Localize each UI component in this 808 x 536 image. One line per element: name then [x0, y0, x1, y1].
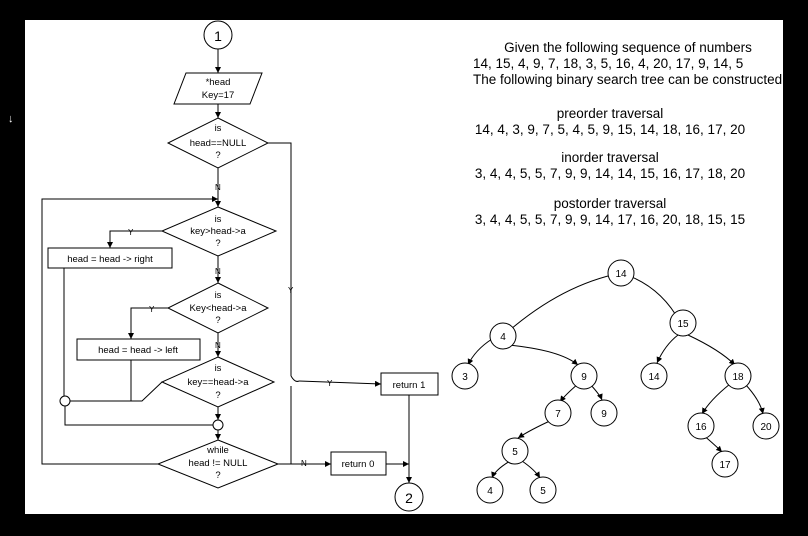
- postorder-title: postorder traversal: [553, 196, 667, 211]
- decision-less-line2: Key<head->a: [189, 303, 247, 314]
- input-parallelogram: [173, 72, 263, 105]
- tree-node-shape: [590, 399, 618, 427]
- tree-node-label: 4: [487, 486, 493, 497]
- process-left-shape: [76, 338, 201, 361]
- postorder-values: 3, 4, 4, 5, 5, 7, 9, 9, 14, 17, 16, 20, …: [474, 212, 746, 227]
- tree-node-label: 15: [677, 319, 689, 330]
- diagram-canvas: 1 *head Key=17 is head==NULL ? is key>he…: [25, 20, 783, 514]
- end-connector-label: 2: [405, 490, 413, 506]
- return1-label: return 1: [393, 380, 426, 391]
- decision-equal-line2: key==head->a: [187, 377, 249, 388]
- tree-node-shape: [570, 362, 598, 390]
- tree-node-shape: [752, 412, 780, 440]
- process-left-label: head = head -> left: [98, 345, 178, 356]
- given-line1: Given the following sequence of numbers: [504, 40, 752, 55]
- decision-null-line3: ?: [215, 150, 220, 161]
- tree-node-label: 7: [555, 409, 561, 420]
- tree-node-label: 5: [540, 486, 546, 497]
- no-label-null: N: [215, 183, 221, 192]
- decision-while-line2: head != NULL: [189, 458, 248, 469]
- tree-node-label: 14: [615, 269, 627, 280]
- decision-while-line3: ?: [215, 470, 220, 481]
- tree-node-shape: [669, 309, 697, 337]
- decision-equal-line1: is: [215, 363, 222, 374]
- tree-node-shape: [451, 362, 479, 390]
- yes-label-null: Y: [288, 286, 294, 295]
- tree-node-label: 14: [648, 372, 660, 383]
- inorder-values: 3, 4, 4, 5, 5, 7, 9, 9, 14, 14, 15, 16, …: [474, 166, 746, 181]
- sequence-text: 14, 15, 4, 9, 7, 18, 3, 5, 16, 4, 20, 17…: [473, 56, 744, 71]
- given-line3: The following binary search tree can be …: [473, 72, 783, 87]
- input-key-label: Key=17: [202, 90, 235, 101]
- tree-node-label: 18: [732, 372, 744, 383]
- preorder-title: preorder traversal: [556, 106, 664, 121]
- tree-node-label: 3: [462, 372, 468, 383]
- decision-null-line1: is: [215, 123, 222, 134]
- process-right-label: head = head -> right: [67, 254, 153, 265]
- tree-node-label: 16: [695, 422, 707, 433]
- decision-equal-line3: ?: [215, 390, 220, 401]
- decision-greater-line2: key>head->a: [190, 226, 246, 237]
- return0-label: return 0: [342, 459, 375, 470]
- no-label-less: N: [215, 341, 221, 350]
- junction-circle-left: [59, 395, 71, 407]
- tree-node-shape: [529, 476, 557, 504]
- start-connector-label: 1: [214, 28, 222, 44]
- tree-node-shape: [501, 437, 529, 465]
- tree-node-label: 4: [500, 332, 506, 343]
- tree-node-shape: [476, 476, 504, 504]
- junction-circle-center: [212, 419, 224, 431]
- no-label-while: N: [301, 459, 307, 468]
- yes-label-greater: Y: [128, 228, 134, 237]
- decision-less-line3: ?: [215, 315, 220, 326]
- tree-node-label: 9: [601, 409, 607, 420]
- decision-while-shape: [156, 439, 280, 489]
- page-left-marker: ↓: [8, 113, 14, 125]
- input-head-label: *head: [206, 77, 231, 88]
- decision-null-line2: head==NULL: [190, 138, 247, 149]
- decision-less-line1: is: [215, 290, 222, 301]
- tree-node-label: 20: [760, 422, 772, 433]
- tree-node-shape: [711, 450, 739, 478]
- inorder-title: inorder traversal: [561, 150, 659, 165]
- yes-label-equal: Y: [327, 379, 333, 388]
- tree-node-shape: [687, 412, 715, 440]
- decision-greater-line3: ?: [215, 238, 220, 249]
- tree-node-label: 5: [512, 447, 518, 458]
- tree-node-shape: [724, 362, 752, 390]
- decision-greater-line1: is: [215, 214, 222, 225]
- preorder-values: 14, 4, 3, 9, 7, 5, 4, 5, 9, 15, 14, 18, …: [474, 122, 746, 137]
- yes-label-less: Y: [149, 305, 155, 314]
- tree-node-shape: [640, 362, 668, 390]
- tree-node-label: 17: [719, 460, 731, 471]
- tree-node-shape: [544, 399, 572, 427]
- decision-while-line1: while: [206, 445, 229, 456]
- flowchart-and-tree-diagram: 1 *head Key=17 is head==NULL ? is key>he…: [41, 20, 780, 512]
- tree-node-shape: [489, 322, 517, 350]
- tree-node-shape: [607, 259, 635, 287]
- tree-node-label: 9: [581, 372, 587, 383]
- no-label-greater: N: [215, 267, 221, 276]
